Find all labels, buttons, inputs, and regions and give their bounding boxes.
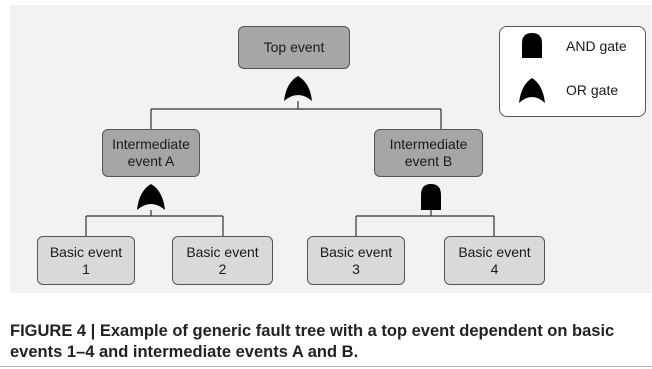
top-event-box: Top event xyxy=(238,26,350,69)
intermediate-event-b-label: Intermediate event B xyxy=(389,136,468,169)
bottom-divider xyxy=(0,366,652,367)
intermediate-b-and-gate-icon xyxy=(421,184,441,210)
basic-event-2-box: Basic event 2 xyxy=(172,236,273,285)
top-event-label: Top event xyxy=(263,39,325,55)
legend-box: AND gate OR gate xyxy=(499,26,646,117)
legend-or-label: OR gate xyxy=(566,82,619,98)
basic-event-3-box: Basic event 3 xyxy=(307,236,405,285)
basic-event-2-label: Basic event 2 xyxy=(186,243,259,277)
legend-icons xyxy=(519,33,545,103)
basic-event-4-box: Basic event 4 xyxy=(444,236,545,285)
intermediate-event-a-box: Intermediate event A xyxy=(102,129,200,177)
basic-event-3-label: Basic event 3 xyxy=(319,243,393,277)
intermediate-a-or-gate-icon xyxy=(137,184,165,210)
and-gate-icon xyxy=(522,33,542,58)
basic-event-1-box: Basic event 1 xyxy=(37,236,135,285)
basic-event-4-label: Basic event 4 xyxy=(458,243,531,277)
legend-and-label: AND gate xyxy=(566,38,627,54)
connector-layer xyxy=(85,76,495,236)
or-gate-icon xyxy=(519,78,545,103)
top-or-gate-icon xyxy=(284,76,312,101)
fault-tree-figure: Top event Intermediate event A Intermedi… xyxy=(10,5,651,293)
intermediate-event-b-box: Intermediate event B xyxy=(374,129,483,177)
basic-event-1-label: Basic event 1 xyxy=(49,243,123,277)
intermediate-event-a-label: Intermediate event A xyxy=(112,136,190,169)
figure-caption: FIGURE 4 | Example of generic fault tree… xyxy=(10,322,615,361)
